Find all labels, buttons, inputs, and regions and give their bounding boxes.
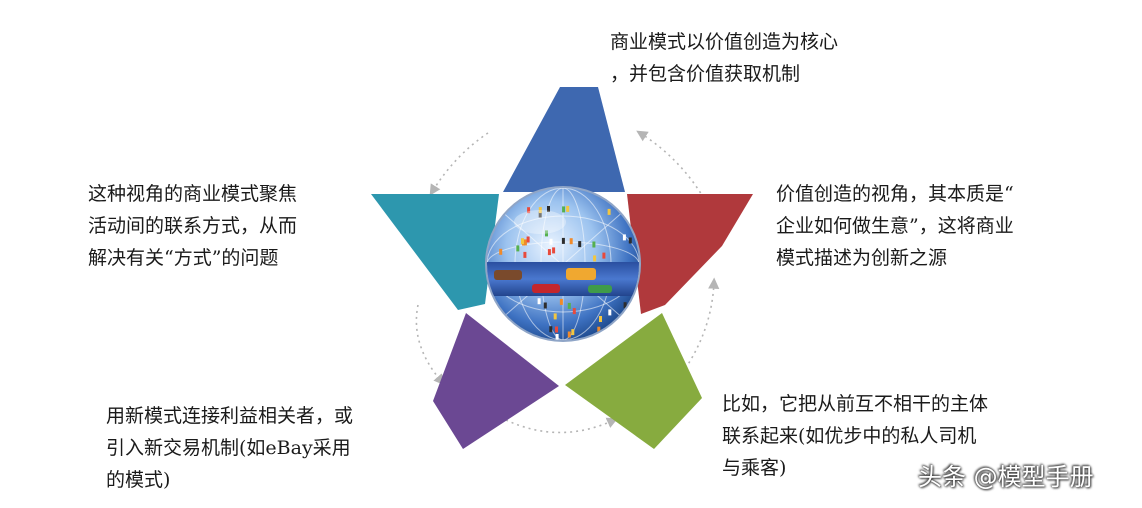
globe-person-dot bbox=[521, 238, 524, 245]
globe-person-dot bbox=[549, 326, 553, 333]
note-bottom-right-line-2: 联系起来(如优步中的私人司机 bbox=[722, 425, 977, 447]
petal-bottom-right bbox=[565, 313, 702, 449]
note-left-line-3: 解决有关“方式”的问题 bbox=[88, 247, 279, 269]
globe-person-dot bbox=[555, 326, 558, 333]
globe-person-dot bbox=[562, 206, 566, 213]
note-left-line-2: 活动间的联系方式，从而 bbox=[88, 215, 298, 237]
ring-arrow-top-left bbox=[429, 132, 489, 196]
globe-person-dot bbox=[549, 238, 553, 245]
globe-person-dot bbox=[571, 329, 575, 336]
globe-person-dot bbox=[561, 237, 565, 244]
globe-person-dot bbox=[543, 302, 547, 309]
globe-person-dot bbox=[523, 239, 527, 246]
note-bottom-left-line-2: 引入新交易机制(如eBay采用 bbox=[106, 437, 351, 459]
note-bottom-left-line-1: 用新模式连接利益相关者，或 bbox=[106, 405, 354, 427]
globe-person-dot bbox=[569, 238, 573, 245]
note-right-line-3: 模式描述为创新之源 bbox=[776, 247, 948, 269]
note-bottom-left-line-3: 的模式) bbox=[106, 469, 171, 491]
note-bottom-left: 用新模式连接利益相关者，或 引入新交易机制(如eBay采用 的模式) bbox=[106, 400, 353, 496]
globe-person-dot bbox=[566, 205, 570, 212]
note-right: 价值创造的视角，其本质是“ 企业如何做生意”，这将商业 模式描述为创新之源 bbox=[776, 178, 1014, 274]
ring-arrow-top-right bbox=[636, 130, 706, 201]
globe-person-dot bbox=[572, 308, 576, 315]
globe-person-dot bbox=[608, 309, 612, 316]
globe-person-dot bbox=[547, 206, 550, 212]
globe-person-dot bbox=[538, 207, 542, 214]
globe-person-dot bbox=[553, 313, 557, 320]
note-top-line-1: 商业模式以价值创造为核心 bbox=[610, 31, 839, 53]
ring-arrow-bottom bbox=[505, 417, 619, 434]
note-bottom-right-line-3: 与乘客) bbox=[722, 457, 787, 479]
globe-person-dot bbox=[555, 334, 559, 340]
globe-person-dot bbox=[599, 316, 602, 322]
watermark: 头条 @模型手册 bbox=[918, 463, 1094, 491]
globe-person-dot bbox=[592, 241, 596, 248]
globe-person-dot bbox=[567, 331, 571, 338]
globe-person-dot bbox=[552, 247, 556, 254]
globe-person-dot bbox=[602, 252, 606, 259]
globe-person-dot bbox=[547, 249, 551, 256]
globe-person-dot bbox=[578, 241, 582, 248]
globe-person-dot bbox=[622, 234, 626, 241]
globe-person-dot bbox=[623, 302, 627, 309]
note-bottom-right: 比如，它把从前互不相干的主体 联系起来(如优步中的私人司机 与乘客) bbox=[722, 388, 988, 484]
globe-person-dot bbox=[628, 237, 632, 244]
globe-person-dot bbox=[607, 208, 611, 215]
note-right-line-1: 价值创造的视角，其本质是“ bbox=[776, 183, 1014, 205]
globe-person-dot bbox=[499, 248, 503, 255]
petal-left bbox=[371, 194, 499, 310]
globe-person-dot bbox=[593, 255, 597, 262]
globe-person-dot bbox=[567, 302, 571, 309]
petal-top bbox=[503, 87, 625, 192]
ring-arrow-right bbox=[682, 277, 720, 373]
globe-person-dot bbox=[516, 245, 520, 252]
petal-right bbox=[627, 194, 753, 314]
note-right-line-2: 企业如何做生意”，这将商业 bbox=[776, 215, 1014, 237]
globe-person-dot bbox=[537, 298, 541, 305]
globe-person-dot bbox=[559, 298, 563, 305]
note-left: 这种视角的商业模式聚焦 活动间的联系方式，从而 解决有关“方式”的问题 bbox=[88, 178, 297, 274]
globe-person-dot bbox=[523, 251, 527, 258]
globe-person-dot bbox=[527, 207, 531, 214]
globe-of-connected-people-icon bbox=[485, 186, 641, 342]
note-left-line-1: 这种视角的商业模式聚焦 bbox=[88, 183, 298, 205]
globe-person-dot bbox=[538, 211, 542, 218]
globe-person-dot bbox=[545, 230, 548, 237]
note-top-line-2: ，并包含价值获取机制 bbox=[610, 63, 801, 85]
petal-bottom-left bbox=[433, 313, 559, 449]
note-bottom-right-line-1: 比如，它把从前互不相干的主体 bbox=[722, 393, 989, 415]
globe-person-dot bbox=[526, 236, 530, 243]
ring-arrow-left bbox=[415, 304, 445, 386]
note-top: 商业模式以价值创造为核心 ，并包含价值获取机制 bbox=[610, 26, 838, 90]
globe-person-dot bbox=[597, 326, 601, 333]
